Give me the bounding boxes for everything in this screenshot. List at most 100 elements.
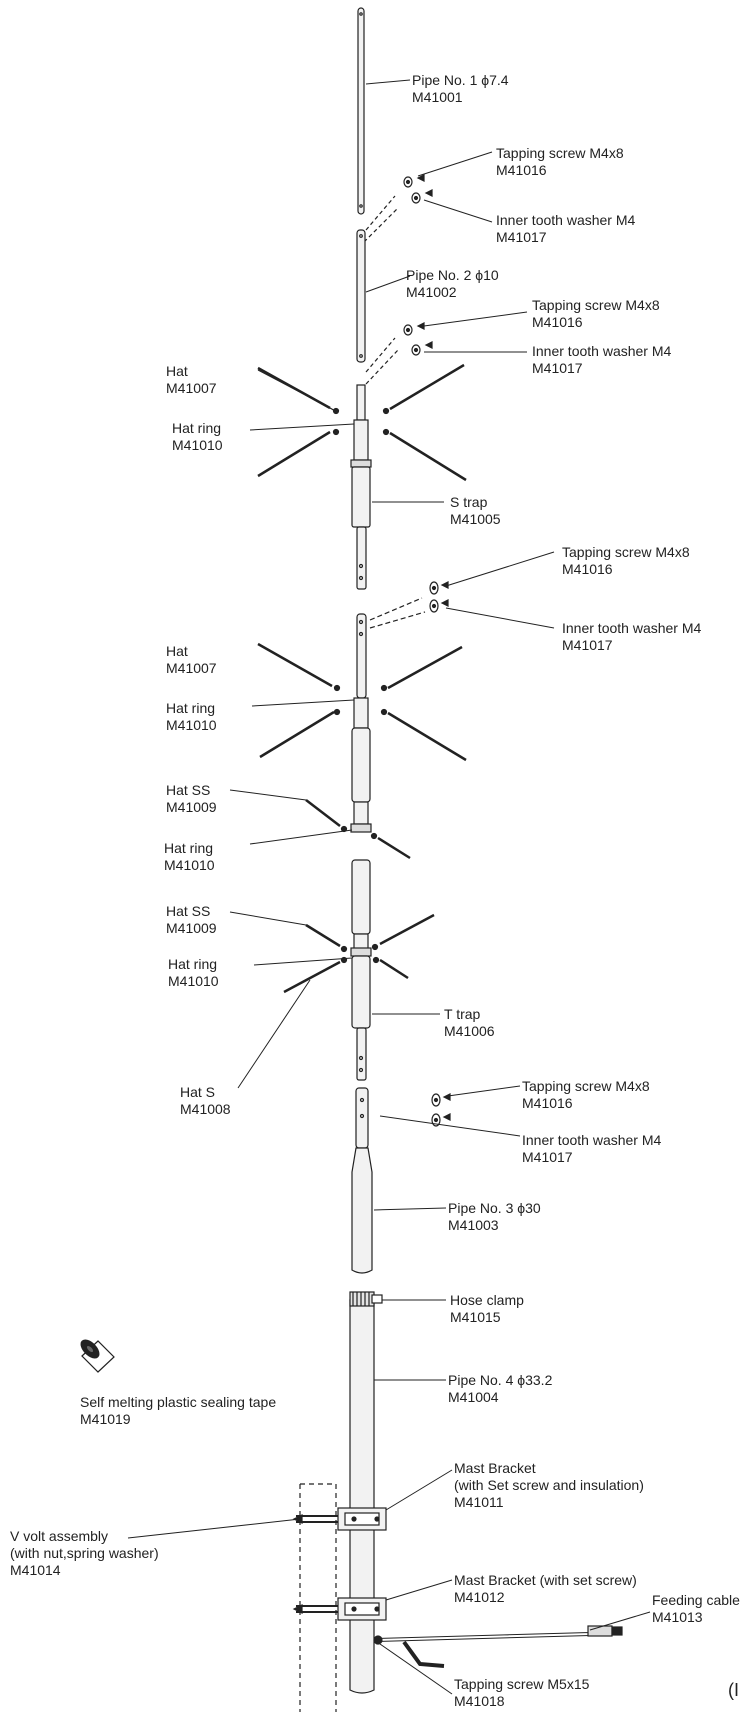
label-pipe-4: Pipe No. 4 ϕ33.2 M41004 — [448, 1372, 552, 1406]
t-trap-assembly — [257, 613, 467, 1081]
label-pipe-3: Pipe No. 3 ϕ30 M41003 — [448, 1200, 541, 1234]
label-itw1-name: Inner tooth washer M4 — [496, 212, 636, 228]
label-mast-bracket-2: Mast Bracket (with set screw) M41012 — [454, 1572, 637, 1606]
label-pipe-2-code: M41002 — [406, 284, 457, 300]
label-hatring4-code: M41010 — [168, 973, 219, 989]
label-itw4-code: M41017 — [522, 1149, 573, 1165]
mast-bracket-1 — [292, 1507, 387, 1531]
label-feeding-cable: Feeding cable M41013 — [652, 1592, 740, 1626]
label-hatring2-name: Hat ring — [166, 700, 216, 716]
screw-washer-1 — [403, 174, 433, 204]
label-hat-2: Hat M41007 — [166, 643, 217, 677]
label-pipe-1-code: M41001 — [412, 89, 463, 105]
label-hat-ring-1: Hat ring M41010 — [172, 420, 223, 454]
label-pipe-4-name: Pipe No. 4 ϕ33.2 — [448, 1372, 553, 1388]
label-mast1-name: Mast Bracket — [454, 1460, 536, 1476]
sealing-tape — [80, 1339, 115, 1373]
label-ts5-name: Tapping screw M5x15 — [454, 1676, 590, 1692]
label-pipe-4-code: M41004 — [448, 1389, 499, 1405]
label-tape-name: Self melting plastic sealing tape — [80, 1394, 277, 1410]
label-hatring3-name: Hat ring — [164, 840, 214, 856]
label-hat-ring-2: Hat ring M41010 — [166, 700, 217, 734]
label-hat-ring-4: Hat ring M41010 — [168, 956, 219, 990]
label-itw2-code: M41017 — [532, 360, 583, 376]
label-inner-washer-2: Inner tooth washer M4 M41017 — [532, 343, 671, 377]
screw-washer-2 — [403, 322, 433, 356]
label-itw3-code: M41017 — [562, 637, 613, 653]
label-pipe-3-code: M41003 — [448, 1217, 499, 1233]
label-pipe-1: Pipe No. 1 ϕ7.4 M41001 — [412, 72, 509, 106]
label-hat1-name: Hat — [166, 363, 188, 379]
label-vbolt-detail: (with nut,spring washer) — [10, 1545, 159, 1561]
label-itw1-code: M41017 — [496, 229, 547, 245]
label-hat2-code: M41007 — [166, 660, 217, 676]
label-inner-washer-4: Inner tooth washer M4 M41017 — [522, 1132, 661, 1166]
label-hat2-name: Hat — [166, 643, 188, 659]
label-pipe-3-name: Pipe No. 3 ϕ30 — [448, 1200, 541, 1216]
label-hat-ss-1: Hat SS M41009 — [166, 782, 217, 816]
label-ts4-name: Tapping screw M4x8 — [522, 1078, 650, 1094]
label-ttrap-name: T trap — [444, 1006, 481, 1022]
screw-washer-4 — [431, 1093, 451, 1127]
label-feed-name: Feeding cable — [652, 1592, 740, 1608]
label-hat-s: Hat S M41008 — [180, 1084, 231, 1118]
label-ts5-code: M41018 — [454, 1693, 505, 1709]
screw-washer-3 — [429, 581, 449, 613]
label-tapping-screw-2: Tapping screw M4x8 M41016 — [532, 297, 660, 331]
mast-outline — [299, 1483, 337, 1712]
pipe-3 — [351, 1087, 373, 1274]
label-inner-washer-1: Inner tooth washer M4 M41017 — [496, 212, 635, 246]
label-pipe-2-name: Pipe No. 2 ϕ10 — [406, 267, 499, 283]
label-tapping-screw-3: Tapping screw M4x8 M41016 — [562, 544, 690, 578]
label-hatss1-name: Hat SS — [166, 782, 211, 798]
label-pipe-1-name: Pipe No. 1 ϕ7.4 — [412, 72, 509, 88]
label-vbolt-name: V volt assembly — [10, 1528, 109, 1544]
label-ts2-name: Tapping screw M4x8 — [532, 297, 660, 313]
label-v-volt-assembly: V volt assembly (with nut,spring washer)… — [10, 1528, 159, 1579]
label-pipe-2: Pipe No. 2 ϕ10 M41002 — [406, 267, 499, 301]
label-hatring1-code: M41010 — [172, 437, 223, 453]
label-vbolt-code: M41014 — [10, 1562, 61, 1578]
label-tapping-screw-4: Tapping screw M4x8 M41016 — [522, 1078, 650, 1112]
label-itw2-name: Inner tooth washer M4 — [532, 343, 672, 359]
s-trap-assembly — [257, 363, 467, 590]
label-hatring4-name: Hat ring — [168, 956, 218, 972]
label-ts1-code: M41016 — [496, 162, 547, 178]
label-hat-ring-3: Hat ring M41010 — [164, 840, 215, 874]
label-tapping-screw-5: Tapping screw M5x15 M41018 — [454, 1676, 589, 1710]
feeding-cable — [373, 1625, 623, 1668]
label-hatss2-code: M41009 — [166, 920, 217, 936]
label-feed-code: M41013 — [652, 1609, 703, 1625]
label-strap-name: S trap — [450, 494, 488, 510]
label-hatss1-code: M41009 — [166, 799, 217, 815]
label-tapping-screw-1: Tapping screw M4x8 M41016 — [496, 145, 624, 179]
label-t-trap: T trap M41006 — [444, 1006, 495, 1040]
label-s-trap: S trap M41005 — [450, 494, 501, 528]
mast-bracket-2 — [292, 1597, 387, 1621]
label-ts4-code: M41016 — [522, 1095, 573, 1111]
label-mast1-detail: (with Set screw and insulation) — [454, 1477, 644, 1493]
label-hat-1: Hat M41007 — [166, 363, 217, 397]
leader-lines — [127, 79, 651, 1695]
label-hatss2-name: Hat SS — [166, 903, 211, 919]
label-hatring1-name: Hat ring — [172, 420, 222, 436]
label-mast2-name: Mast Bracket (with set screw) — [454, 1572, 637, 1588]
label-tape-code: M41019 — [80, 1411, 131, 1427]
label-ts2-code: M41016 — [532, 314, 583, 330]
label-mast1-code: M41011 — [454, 1494, 504, 1510]
label-hose-clamp: Hose clamp M41015 — [450, 1292, 524, 1326]
label-hoseclamp-code: M41015 — [450, 1309, 501, 1325]
label-hat1-code: M41007 — [166, 380, 217, 396]
label-inner-washer-3: Inner tooth washer M4 M41017 — [562, 620, 701, 654]
pipe-2 — [356, 229, 366, 363]
label-hat-ss-2: Hat SS M41009 — [166, 903, 217, 937]
label-mast-bracket-1: Mast Bracket (with Set screw and insulat… — [454, 1460, 644, 1511]
label-hats-code: M41008 — [180, 1101, 231, 1117]
label-ts3-code: M41016 — [562, 561, 613, 577]
label-hatring2-code: M41010 — [166, 717, 217, 733]
label-mast2-code: M41012 — [454, 1589, 505, 1605]
label-itw3-name: Inner tooth washer M4 — [562, 620, 702, 636]
pipe-4 — [349, 1291, 383, 1694]
pipe-1 — [357, 7, 365, 215]
